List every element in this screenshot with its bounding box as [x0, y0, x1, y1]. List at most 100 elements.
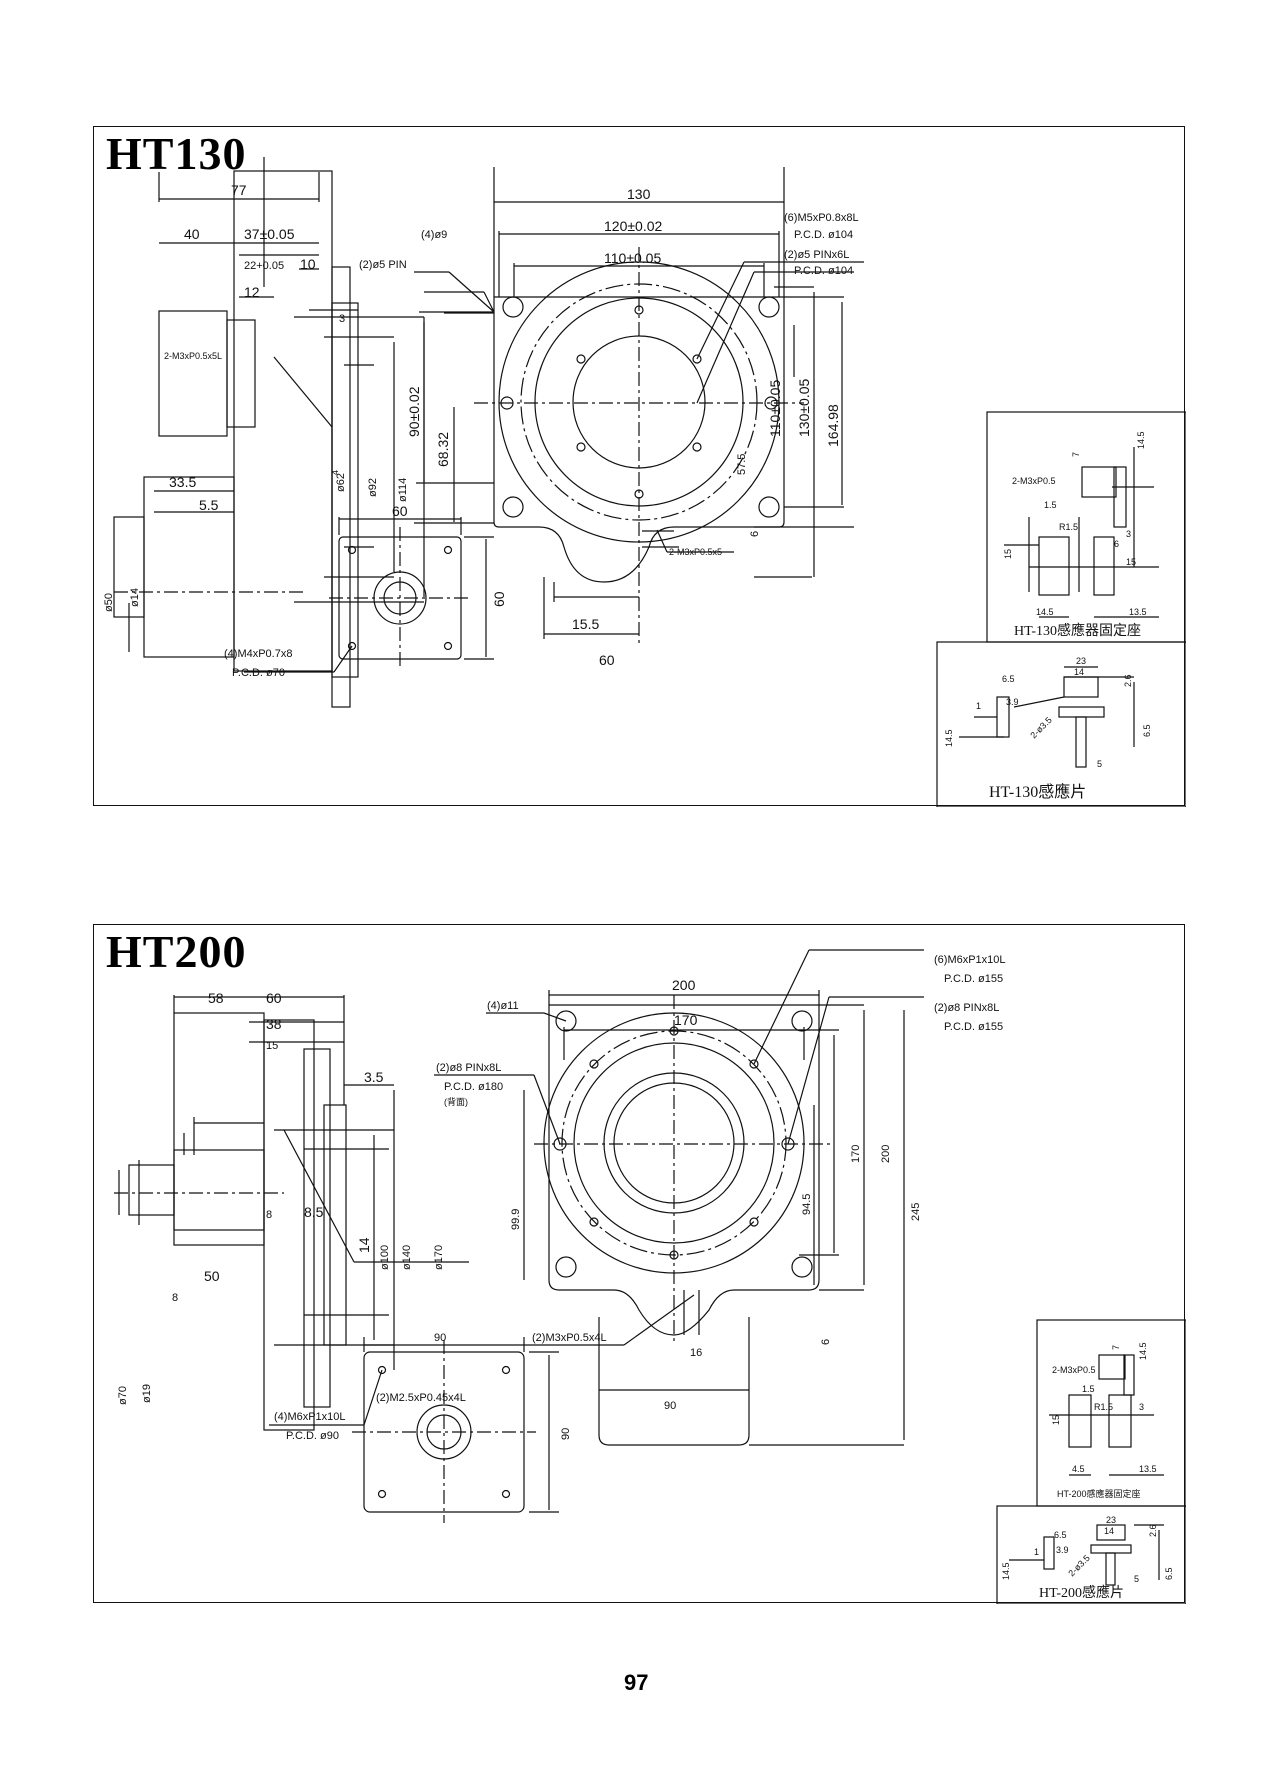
ht130-plate-hole: 2-ø3.5: [1028, 715, 1053, 740]
ht200-dim-6: 6: [820, 1339, 832, 1345]
ht200-plate-3-9: 3.9: [1056, 1545, 1069, 1555]
ht130-dim-15-5: 15.5: [572, 616, 599, 632]
ht130-plate-23: 23: [1076, 656, 1086, 666]
ht200-drawing-panel: HT200: [93, 924, 1186, 1604]
ht130-m5-label: (6)M5xP0.8x8L: [784, 212, 859, 224]
ht200-dim-15: 15: [266, 1040, 278, 1052]
ht200-plate-14-5: 14.5: [1001, 1562, 1011, 1580]
ht130-dim-d50: ø50: [103, 593, 115, 612]
ht200-dim-170: 170: [674, 1012, 698, 1028]
ht130-mount-14-5: 14.5: [1036, 607, 1054, 617]
ht130-pcd104b-label: P.C.D. ø104: [794, 265, 853, 277]
ht130-pin6l-label: (2)ø5 PINx6L: [784, 249, 849, 261]
ht200-dim-90-bottom: 90: [664, 1400, 676, 1412]
ht200-dim-200: 200: [672, 977, 696, 993]
ht130-dim-6: 6: [749, 531, 761, 537]
ht200-m3-label: (2)M3xP0.5x4L: [532, 1332, 607, 1344]
page-number: 97: [624, 1670, 649, 1695]
ht130-mount-6: 6: [1114, 539, 1119, 549]
ht200-dim-8-5: 8.5: [304, 1204, 324, 1220]
ht200-plate-14: 14: [1104, 1526, 1114, 1536]
ht130-dim-12: 12: [244, 284, 260, 300]
ht200-pin8b-label: (2)ø8 PINx8L: [436, 1062, 501, 1074]
ht130-mount-3: 3: [1126, 529, 1131, 539]
ht130-mount-r1-5: R1.5: [1059, 522, 1078, 532]
ht200-dim-d70: ø70: [117, 1386, 129, 1405]
ht200-dim-58: 58: [208, 990, 224, 1006]
ht130-front-view: [414, 167, 864, 647]
ht130-dim-110: 110±0.05: [604, 250, 661, 266]
ht130-side-view: [113, 157, 425, 708]
ht130-mount-14-5b: 14.5: [1136, 431, 1146, 449]
ht200-sensor-plate-inset: [996, 1505, 1186, 1604]
ht200-mount-13-5: 13.5: [1139, 1464, 1157, 1474]
ht130-mount-15: 15: [1003, 549, 1013, 559]
ht130-dim-90: 90±0.02: [406, 386, 422, 437]
ht200-m6-rear-label: (4)M6xP1x10L: [274, 1411, 346, 1423]
ht200-plate-2-6: 2.6: [1148, 1524, 1158, 1537]
ht130-holes-9: (4)ø9: [421, 229, 447, 241]
ht200-plate-1: 1: [1034, 1547, 1039, 1557]
ht200-dim-200v: 200: [880, 1145, 892, 1163]
ht130-drawing: 77 40 37±0.05 22+0.05 10 12 3 2-M3xP0.5x…: [103, 157, 1186, 807]
ht130-dim-164: 164.98: [825, 404, 841, 447]
ht200-mount-14-5: 14.5: [1138, 1342, 1148, 1360]
ht200-rear-90-v: 90: [560, 1428, 572, 1440]
ht200-dim-60: 60: [266, 990, 282, 1006]
ht200-mount-3: 3: [1139, 1402, 1144, 1412]
ht130-dim-60-bottom: 60: [599, 652, 615, 668]
ht130-title: HT130: [106, 128, 247, 179]
ht130-mount-tap: 2-M3xP0.5: [1012, 476, 1056, 486]
ht200-rear-note: (背面): [444, 1096, 468, 1107]
ht130-rear-60-v: 60: [491, 591, 507, 607]
ht200-mount-15: 15: [1051, 1415, 1061, 1425]
ht200-plate-23: 23: [1106, 1515, 1116, 1525]
ht130-pcd70-label: P.C.D. ø70: [232, 667, 285, 679]
ht130-dim-d114: ø114: [397, 478, 409, 502]
ht200-dim-99-9: 99.9: [510, 1209, 522, 1230]
ht200-dim-d140: ø140: [401, 1245, 413, 1270]
ht130-sensor-plate-caption: HT-130感應片: [989, 782, 1086, 801]
ht130-pin-label: (2)ø5 PIN: [359, 259, 407, 271]
ht130-dim-3: 3: [339, 313, 345, 325]
ht200-rear-view: [269, 1337, 559, 1523]
ht130-dim-57: 57.5: [736, 454, 748, 475]
ht200-dim-14: 14: [356, 1237, 372, 1253]
ht200-dim-94-5: 94.5: [801, 1194, 813, 1215]
ht130-mount-7: 7: [1071, 452, 1081, 457]
ht200-pcd180-label: P.C.D. ø180: [444, 1081, 503, 1093]
ht200-front-view: [434, 949, 924, 1446]
ht200-dim-16: 16: [690, 1347, 702, 1359]
ht130-plate-2-6: 2.6: [1123, 674, 1133, 687]
ht200-dim-d100: ø100: [379, 1245, 391, 1270]
ht200-mount-4-5: 4.5: [1072, 1464, 1085, 1474]
ht130-rear-60: 60: [392, 503, 408, 519]
ht200-side-view: [114, 995, 469, 1431]
ht200-plate-hole: 2-ø3.5: [1066, 1553, 1091, 1578]
ht130-sensor-plate-inset: [936, 641, 1186, 807]
ht200-dim-3-5: 3.5: [364, 1069, 384, 1085]
ht200-mount-tap: 2-M3xP0.5: [1052, 1365, 1096, 1375]
ht200-mount-r1-5: R1.5: [1094, 1402, 1113, 1412]
ht200-dim-d170: ø170: [433, 1245, 445, 1270]
ht130-plate-6-5b: 6.5: [1142, 724, 1152, 737]
ht200-plate-6-5b: 6.5: [1164, 1567, 1174, 1580]
ht130-dim-37: 37±0.05: [244, 226, 295, 242]
ht130-rear-view: [244, 517, 494, 673]
ht130-dim-77: 77: [231, 182, 247, 198]
ht200-pcd90-label: P.C.D. ø90: [286, 1430, 339, 1442]
ht130-dim-120: 120±0.02: [604, 218, 663, 234]
ht200-sensor-plate-caption: HT-200感應片: [1039, 1584, 1124, 1601]
ht200-holes-11: (4)ø11: [487, 1000, 519, 1012]
ht130-mount-1-5: 1.5: [1044, 500, 1057, 510]
ht130-dim-110v: 110±0.05: [767, 380, 783, 437]
ht130-mount-15b: 15: [1126, 557, 1136, 567]
ht130-plate-3-9: 3.9: [1006, 697, 1019, 707]
ht130-dim-130v: 130±0.05: [796, 378, 812, 437]
ht130-dim-10: 10: [300, 256, 316, 272]
ht200-plate-5: 5: [1134, 1574, 1139, 1584]
ht200-dim-245: 245: [910, 1203, 922, 1221]
ht130-dim-40: 40: [184, 226, 200, 242]
ht130-sensor-mount-inset: [986, 411, 1186, 643]
ht200-sensor-mount-caption: HT-200感應器固定座: [1057, 1488, 1141, 1499]
